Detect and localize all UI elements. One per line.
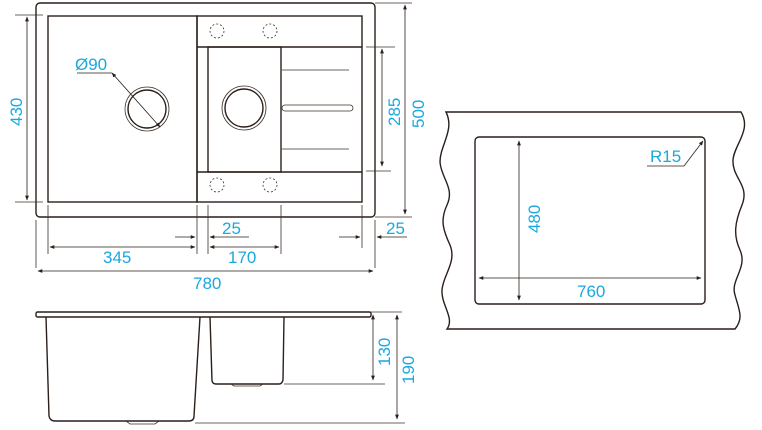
overall-width-label: 780 [193,274,221,293]
gap-dimension-label: 25 [222,219,241,238]
large-bowl [47,15,198,203]
right-section [196,15,363,203]
small-bowl-depth-label: 130 [375,338,394,366]
drainer-grooves [281,69,354,150]
bowl-length-label: 430 [7,98,26,126]
drain-diameter-label: Ø90 [75,55,107,74]
side-view: 130 190 [35,311,418,425]
drain-large-bowl-icon [124,86,170,132]
large-bowl-width-label: 345 [103,248,131,267]
small-bowl-length-label: 285 [385,98,404,126]
cutout-view: 480 760 R15 [439,111,746,330]
rim-dimension-label: 25 [386,219,405,238]
tap-hole-markers [209,23,278,193]
cutout-depth-label: 480 [525,205,544,233]
drain-small-bowl-icon [221,85,267,131]
large-bowl-profile [45,316,201,422]
corner-radius-label: R15 [650,147,681,166]
overall-height-label: 190 [399,356,418,384]
cutout-width-label: 760 [577,282,605,301]
small-bowl [207,46,282,173]
overall-depth-label: 500 [409,100,428,128]
small-bowl-width-label: 170 [228,248,256,267]
top-view: Ø90 430 500 285 25 345 170 [7,2,428,293]
cutout-rectangle [474,136,706,305]
small-bowl-profile [209,316,285,385]
sink-rim [35,311,372,318]
countertop-section [439,111,746,330]
sink-outline [35,2,376,218]
